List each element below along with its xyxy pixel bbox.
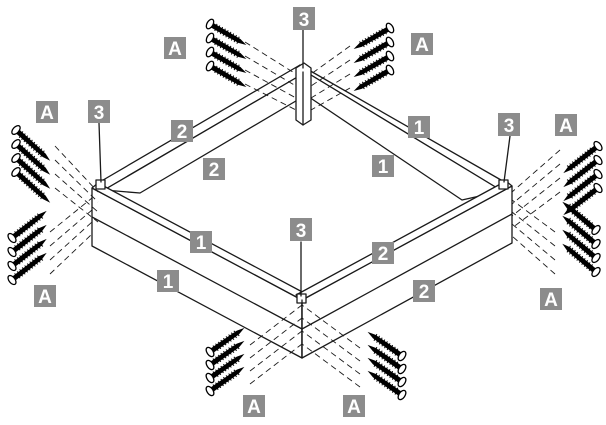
label-screws: A [36,101,58,124]
screw-icon [11,138,51,175]
svg-text:3: 3 [94,103,105,124]
label-long-board: 1 [408,116,430,139]
screw-icon [353,22,395,49]
label-corner-post: 3 [290,218,312,242]
svg-text:2: 2 [378,244,389,265]
label-corner-post: 3 [88,100,110,124]
label-short-board: 2 [203,158,225,181]
screw-icon [562,243,601,278]
frame-back-walls [97,64,509,216]
screw-icon [11,152,51,189]
svg-text:3: 3 [296,221,307,242]
label-long-board: 1 [372,155,394,178]
screw-icon [353,50,395,77]
screw-icon [205,18,247,45]
label-short-board: 2 [413,280,435,303]
svg-text:A: A [40,103,54,124]
screw-icon [205,60,247,87]
svg-text:A: A [415,35,429,56]
label-corner-post: 3 [498,113,520,137]
svg-text:A: A [247,397,261,418]
label-short-board: 2 [372,242,394,265]
label-long-board: 1 [190,231,212,254]
label-screws: A [343,395,365,418]
corner-post-back [295,62,312,126]
screw-icon [11,124,51,161]
screw-icon [205,340,245,371]
screw-icon [353,36,395,63]
screw-icon [11,166,51,203]
label-screws: A [411,33,433,56]
screw-icon [562,215,601,250]
leader-lines [98,29,511,297]
svg-text:A: A [38,287,52,308]
screw-groups [7,18,603,401]
svg-text:A: A [347,397,361,418]
screw-icon [205,366,245,397]
svg-text:A: A [544,290,558,311]
screw-icon [205,46,247,73]
svg-text:3: 3 [504,116,515,137]
svg-text:2: 2 [177,122,188,143]
label-screws: A [34,285,56,308]
screw-icon [7,210,47,244]
screw-icon [367,357,407,388]
screw-icon [563,140,603,174]
svg-text:1: 1 [196,233,207,254]
screw-icon [205,353,245,384]
screw-icon [367,370,407,401]
svg-text:2: 2 [419,282,430,303]
screw-icon [7,252,47,286]
screw-icon [367,344,407,375]
screw-icon [562,201,601,236]
screw-icon [205,32,247,59]
screw-icon [563,154,603,188]
svg-text:1: 1 [378,157,389,178]
label-short-board: 2 [171,120,193,143]
svg-text:A: A [168,39,182,60]
label-screws: A [243,395,265,418]
label-corner-post: 3 [293,7,315,31]
label-long-board: 1 [157,270,179,293]
svg-text:2: 2 [209,160,220,181]
svg-text:A: A [559,116,573,137]
label-screws: A [555,114,577,137]
svg-text:3: 3 [299,10,310,31]
svg-text:1: 1 [414,118,425,139]
label-screws: A [164,37,186,60]
screw-icon [562,229,601,264]
screw-icon [7,224,47,258]
screw-icon [353,64,395,91]
screw-paths [49,41,561,388]
screw-icon [367,331,407,362]
screw-icon [7,238,47,272]
svg-text:1: 1 [163,272,174,293]
screw-icon [205,327,245,358]
screw-icon [563,168,603,202]
label-screws: A [540,288,562,311]
